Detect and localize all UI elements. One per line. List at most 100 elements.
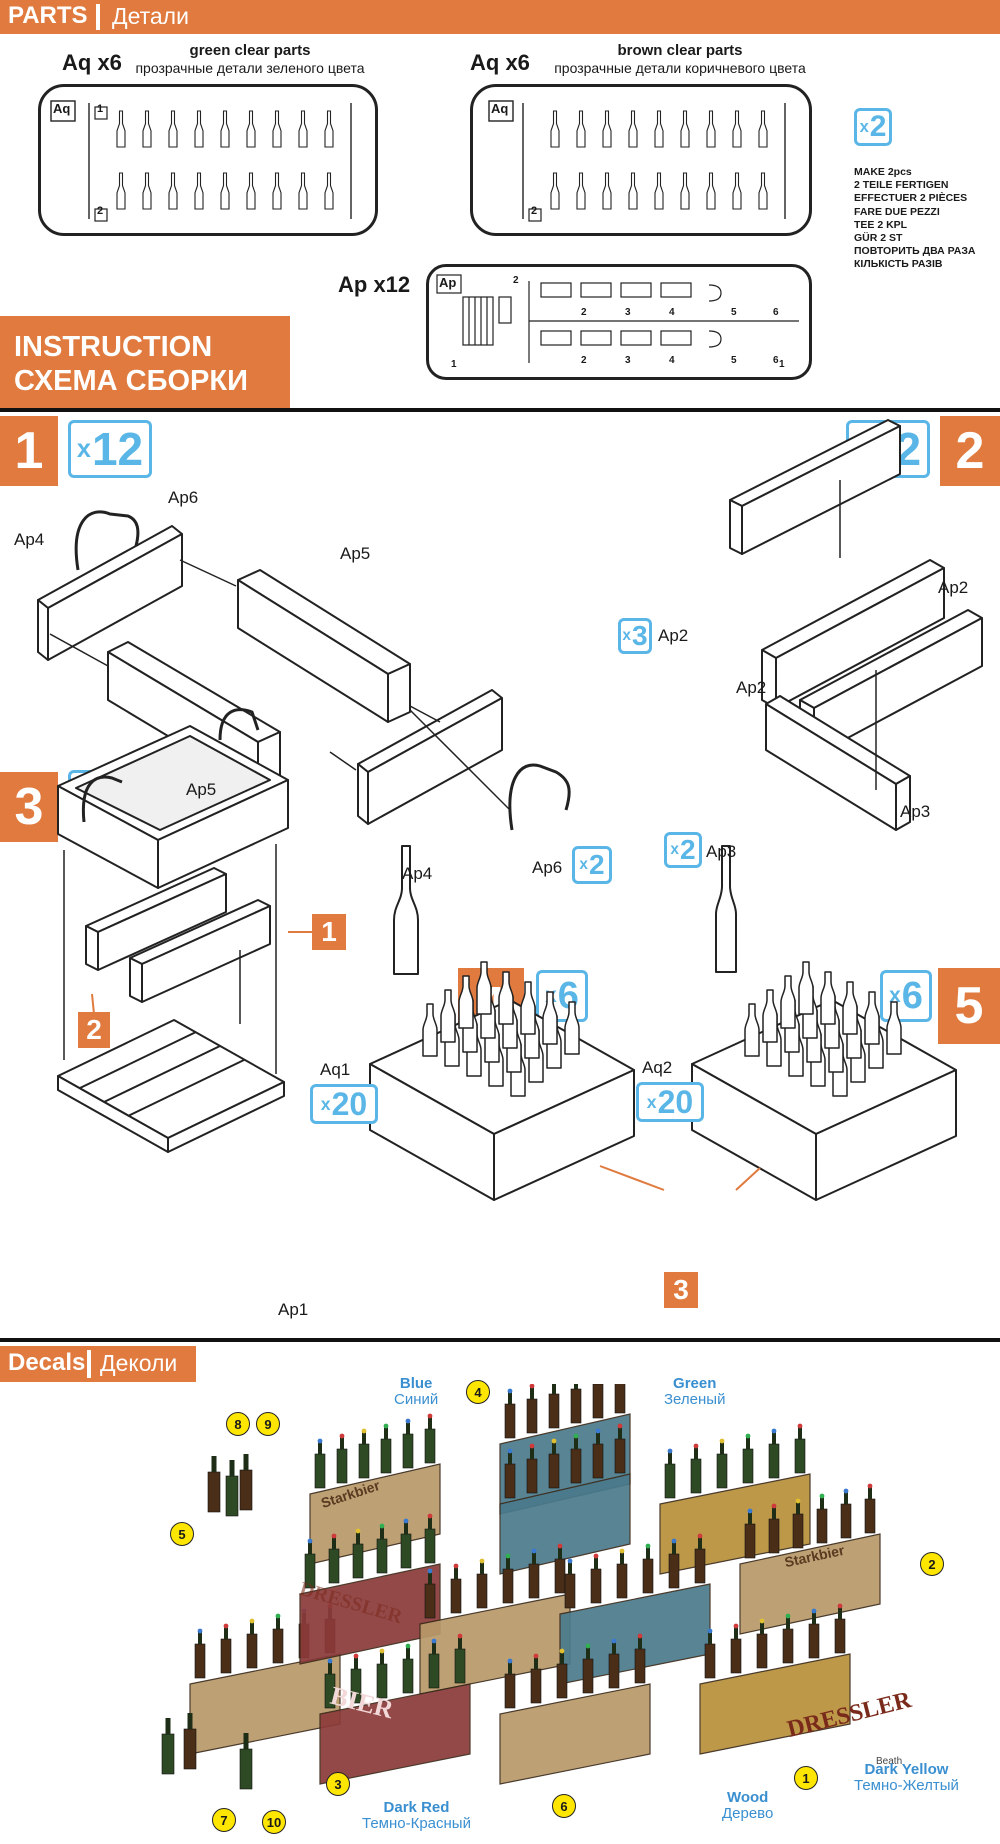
sprue-bottle-green	[298, 110, 308, 148]
ap-num-4b: 4	[669, 355, 675, 366]
sprue-bottle-brown	[628, 110, 638, 148]
sprue-bottle-brown	[732, 110, 742, 148]
decal-crate	[559, 1533, 711, 1685]
ap6-mult-value: 2	[588, 849, 605, 880]
decal-crate	[499, 1633, 651, 1785]
step-1-mult-value: 12	[91, 423, 144, 475]
aq1-mult-value: 20	[331, 1085, 368, 1122]
parts-title: PARTS	[8, 2, 88, 29]
color-blue-en: Blue	[399, 1375, 433, 1392]
loose-bottle	[161, 1733, 175, 1775]
crate-text-beath: Beath	[876, 1756, 903, 1767]
sprue-bottle-green	[220, 172, 230, 210]
color-green-ru: Зеленый	[664, 1391, 726, 1408]
decal-number-9: 9	[256, 1412, 280, 1436]
loose-bottle-neck	[211, 1456, 217, 1472]
crate-step5	[691, 999, 957, 1201]
crate-bottle	[564, 1001, 580, 1055]
color-dark-red-en: Dark Red	[383, 1799, 450, 1816]
sprue-bottle-brown	[654, 172, 664, 210]
decal-crate	[319, 1633, 471, 1785]
crate-bottle	[458, 975, 474, 1029]
label-ap5-left: Ap5	[186, 780, 217, 799]
decal-crate	[659, 1423, 811, 1575]
ap-num-2c: 2	[581, 355, 587, 366]
ap-num-3b: 3	[625, 355, 631, 366]
decal-crate	[419, 1543, 571, 1695]
label-ap3-left: Ap3	[706, 842, 737, 861]
sprue-bottle-green	[246, 172, 256, 210]
sprue-bottle-brown	[602, 110, 612, 148]
crate-bottle	[886, 1001, 902, 1055]
sprue-bottle-green	[324, 172, 334, 210]
sprue-bottle-brown	[758, 110, 768, 148]
step-5-number: 5	[938, 968, 1000, 1044]
ap-sprue-count: Ap x12	[338, 272, 411, 297]
sprue-bottle-green	[168, 172, 178, 210]
sprue-bottle-green	[298, 172, 308, 210]
decal-number-10: 10	[262, 1810, 286, 1834]
sprue-bottle-brown	[602, 172, 612, 210]
brown-sprue-tag: Aq	[491, 101, 509, 116]
sprue-bottle-green	[194, 110, 204, 148]
color-wood-ru: Дерево	[722, 1805, 774, 1822]
loose-bottle-neck	[243, 1454, 249, 1470]
assembly-drawings	[37, 419, 983, 1201]
decal-number-7: 7	[212, 1808, 236, 1832]
sprue-bottle-brown	[628, 172, 638, 210]
label-ap1: Ap1	[278, 1300, 309, 1319]
crate-bottle	[476, 961, 492, 1015]
instruction-band: INSTRUCTION СХЕМА СБОРКИ	[0, 316, 290, 408]
label-ap3-right: Ap3	[900, 802, 931, 821]
sprue-bottle-brown	[680, 110, 690, 148]
crate-step4-bottles	[422, 961, 580, 1097]
make-list: MAKE 2pcs 2 TEILE FERTIGEN EFFECTUER 2 P…	[854, 166, 976, 272]
brown-part-2-num: 2	[531, 205, 538, 217]
make-line: TEE 2 KPL	[854, 218, 908, 231]
loose-bottle-neck	[187, 1713, 193, 1729]
ap5-side-panel-right	[237, 569, 411, 723]
loose-bottle	[239, 1469, 253, 1511]
instruction-title-ru: СХЕМА СБОРКИ	[14, 365, 248, 397]
step-2-number: 2	[940, 416, 1000, 486]
decals-subtitle: Деколи	[100, 1350, 178, 1376]
decal-number-5: 5	[170, 1522, 194, 1546]
ap-sprue-frame: Ap 2 2 3 4 5 6 2 3 4 5 6 1 1	[426, 264, 812, 380]
sprue-bottle-green	[142, 110, 152, 148]
decals-header: Decals Деколи	[0, 1346, 196, 1382]
sprue-bottle-brown	[576, 110, 586, 148]
loose-bottle	[207, 1471, 221, 1513]
decals-separator	[87, 1350, 91, 1378]
sprue-bottle-green	[116, 172, 126, 210]
green-sprue-drawing	[50, 100, 352, 222]
ap-num-5b: 5	[731, 355, 737, 366]
crate-handle-left	[81, 775, 123, 823]
ap-num-5a: 5	[731, 307, 737, 318]
instruction-divider	[0, 408, 1000, 412]
sprue-bottle-brown	[550, 172, 560, 210]
ap-num-1b: 1	[779, 359, 785, 370]
green-sprue-tag: Aq	[53, 101, 71, 116]
label-ap5-right: Ap5	[340, 544, 371, 563]
make-line: ПОВТОРИТЬ ДВА РАЗА	[854, 245, 976, 258]
sprue-bottle-green	[272, 110, 282, 148]
crate-bottle	[864, 991, 880, 1045]
make-line: EFFECTUER 2 PIÈCES	[854, 192, 968, 205]
color-dark-yellow-ru: Темно-Желтый	[854, 1777, 959, 1794]
make-line: FARE DUE PEZZI	[854, 205, 940, 218]
green-sprue-subtitle: прозрачные детали зеленого цвета	[135, 60, 365, 76]
sprue-bottle-brown	[732, 172, 742, 210]
sprue-bottle-green	[168, 110, 178, 148]
crate-bottle	[422, 1003, 438, 1057]
crate-bottle	[780, 975, 796, 1029]
header-separator	[96, 4, 100, 30]
sprue-bottle-brown	[706, 110, 716, 148]
sprue-bottle-brown	[576, 172, 586, 210]
crate-step4	[369, 999, 635, 1201]
color-dark-red-ru: Темно-Красный	[362, 1815, 471, 1832]
assembly-arrows-step3	[63, 844, 277, 1074]
